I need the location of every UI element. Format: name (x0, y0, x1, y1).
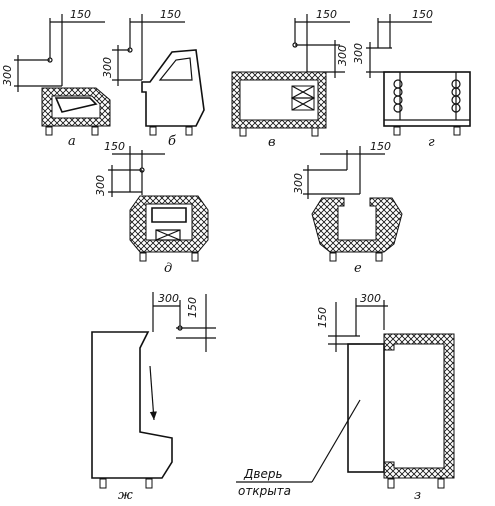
dim-v-300: 300 (336, 45, 349, 66)
door-note-line1: Дверь (243, 467, 283, 481)
dim-g-150: 150 (412, 8, 433, 21)
dim-a-300: 300 (1, 65, 14, 86)
dim-a-150: 150 (70, 8, 91, 21)
figure-a: 150 300 а (1, 8, 111, 149)
dim-e-300: 300 (292, 173, 305, 194)
dim-z-150: 150 (316, 307, 329, 328)
coil-left (393, 79, 403, 113)
caption-b: б (168, 134, 176, 149)
caption-zh: ж (118, 488, 133, 503)
figure-zh: 300 150 ж (91, 292, 216, 503)
dim-d-300: 300 (94, 175, 107, 196)
figure-d: 150 300 д (94, 140, 209, 276)
dim-zh-150: 150 (186, 297, 199, 318)
door-note-line2: открыта (238, 484, 291, 498)
dim-d-150: 150 (104, 140, 125, 153)
caption-e: е (354, 261, 362, 276)
caption-a: а (68, 134, 76, 149)
coil-right (451, 79, 461, 113)
figure-b: 150 300 б (101, 8, 205, 149)
caption-z: з (414, 488, 421, 503)
dim-e-150: 150 (370, 140, 391, 153)
figure-z: 300 150 з Дверь открыта (236, 292, 455, 503)
caption-g: г (428, 135, 435, 150)
figure-e: 150 300 е (292, 140, 403, 276)
dim-zh-300: 300 (158, 292, 179, 305)
dim-g-300: 300 (352, 43, 365, 64)
caption-d: д (164, 261, 172, 276)
dim-v-150: 150 (316, 8, 337, 21)
dim-z-300: 300 (360, 292, 381, 305)
dim-b-300: 300 (101, 57, 114, 78)
figure-v: 150 300 в (231, 8, 350, 150)
caption-v: в (268, 135, 276, 150)
figure-g: 150 300 г (352, 8, 471, 150)
dim-b-150: 150 (160, 8, 181, 21)
